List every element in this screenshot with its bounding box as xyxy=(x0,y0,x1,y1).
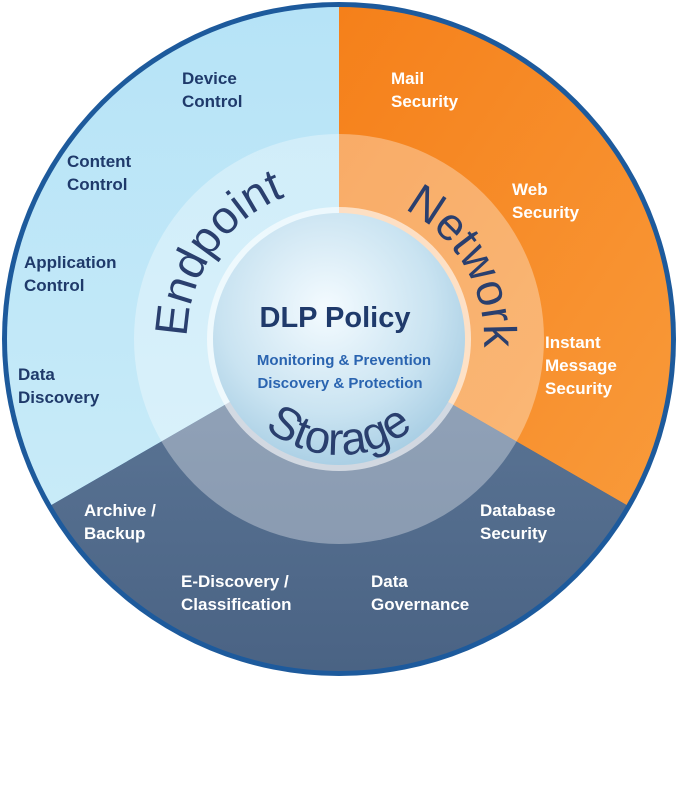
endpoint-item-data-discovery: Data Discovery xyxy=(18,365,100,407)
center-line-1: Monitoring & Prevention xyxy=(257,352,431,369)
center-title: DLP Policy xyxy=(260,302,411,334)
storage-item-archive-backup: Archive / Backup xyxy=(84,501,161,543)
endpoint-item-content-control: Content Control xyxy=(67,152,136,194)
network-item-mail-security: Mail Security xyxy=(391,69,459,111)
network-item-instant-message-security: Instant Message Security xyxy=(545,333,622,398)
storage-segment xyxy=(51,339,627,671)
storage-item-ediscovery-classification: E-Discovery / Classification xyxy=(181,572,293,614)
storage-item-data-governance: Data Governance xyxy=(371,572,469,614)
center-line-2: Discovery & Protection xyxy=(257,375,422,392)
storage-item-database-security: Database Security xyxy=(480,501,560,543)
network-item-web-security: Web Security xyxy=(512,180,580,222)
center-circle xyxy=(213,213,465,465)
endpoint-item-device-control: Device Control xyxy=(182,69,242,111)
endpoint-item-application-control: Application Control xyxy=(24,253,121,295)
